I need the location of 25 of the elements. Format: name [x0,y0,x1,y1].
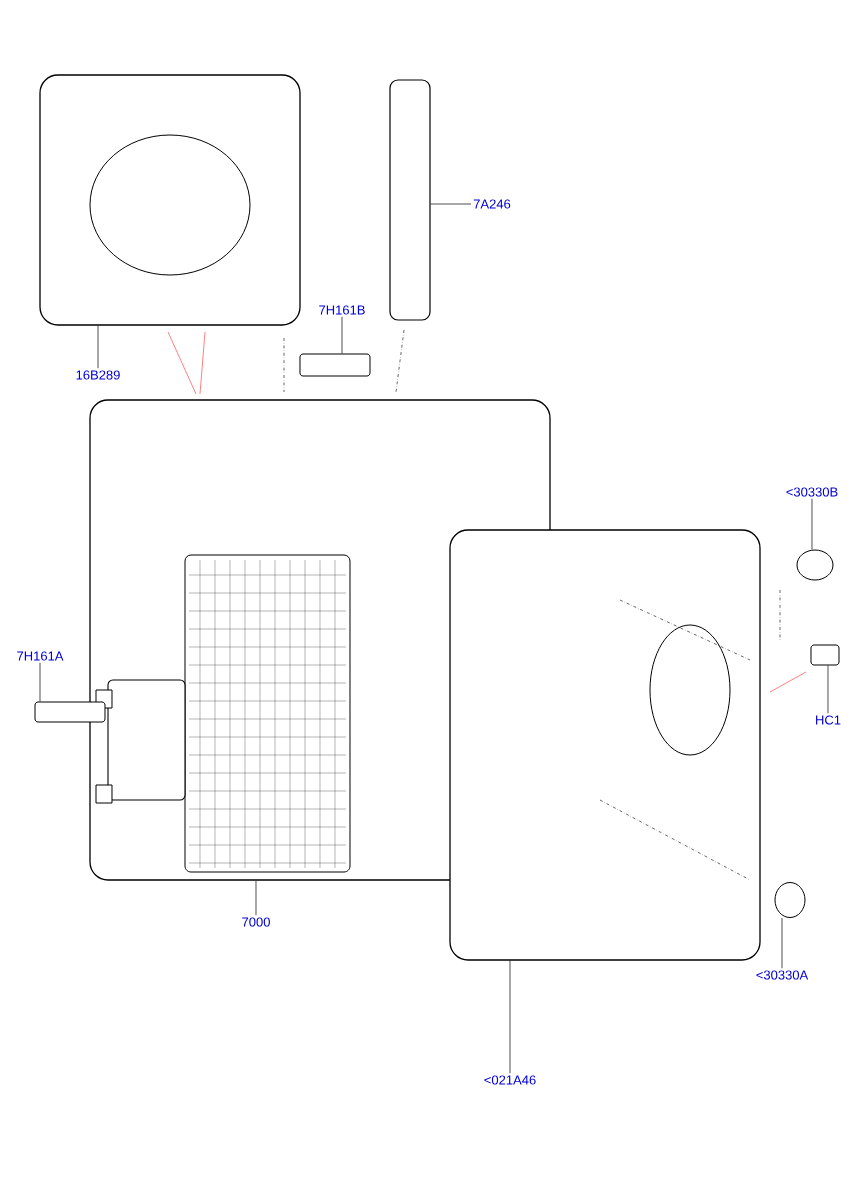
callout-number: <30330A [756,970,809,980]
leader-line [811,498,813,550]
clip [796,549,834,581]
callout-number: 7H161B [319,305,365,315]
clip [810,644,840,666]
callout-number: <30330B [786,487,838,497]
leader-line [781,917,783,969]
plug [774,882,806,918]
leader-line [39,662,41,702]
leader-line [430,203,472,205]
callout-number: HC1 [816,715,841,725]
leader-line [97,325,99,369]
leader-line [255,880,257,916]
callout-number: 7000 [242,917,270,927]
callout-number: 7A246 [473,199,511,209]
callout-number: 7H161A [17,651,64,661]
leader-line [827,665,829,714]
leader-line [509,960,511,1074]
callout-number: <021A46 [484,1075,536,1085]
callout-number: 16B289 [76,370,120,380]
leader-line [341,316,343,354]
bolt [299,353,371,377]
tube [389,79,431,321]
heat-shield-drawing [39,74,301,326]
heat-shield-drawing [449,529,761,961]
